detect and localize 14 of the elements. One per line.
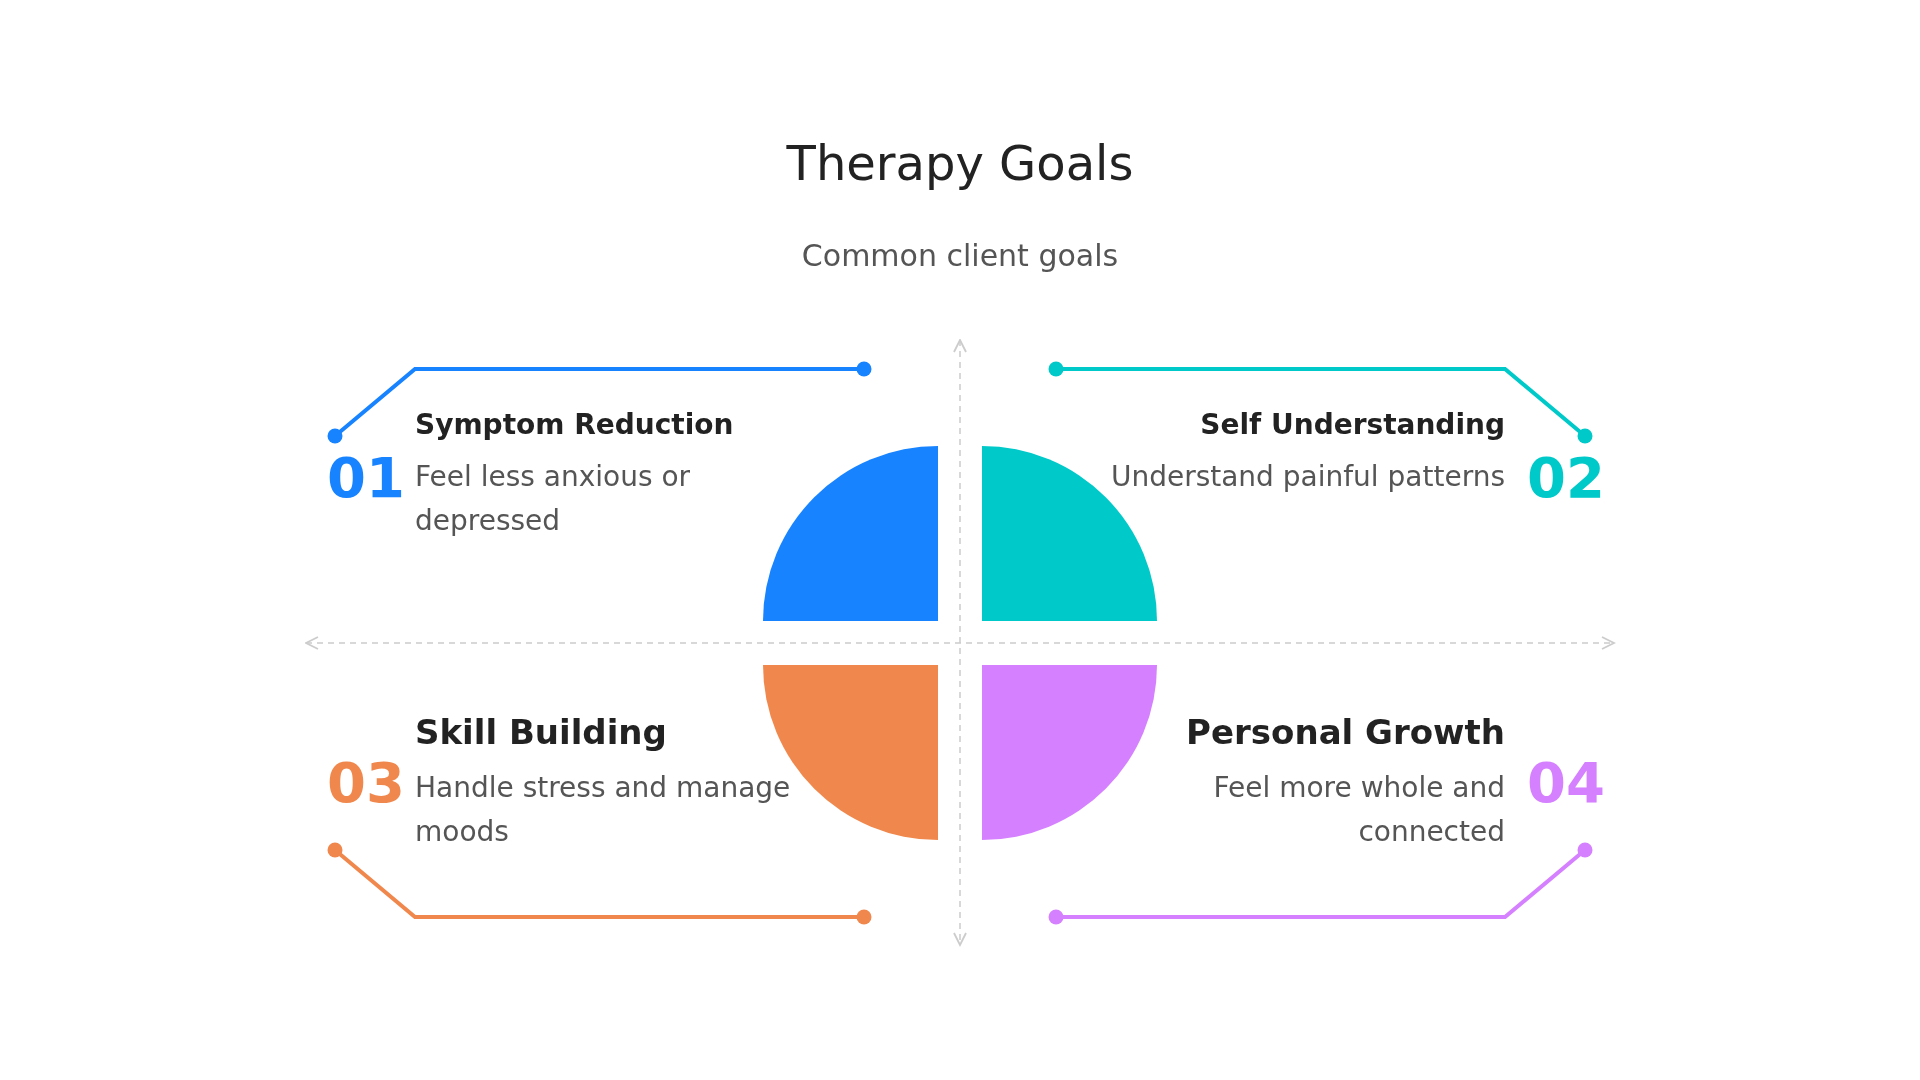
- goal-description: Feel less anxious or depressed: [415, 459, 692, 539]
- goal-heading: Symptom Reduction: [415, 408, 735, 441]
- goal-heading: Skill Building: [415, 712, 668, 752]
- goal-heading: Personal Growth: [1185, 712, 1505, 752]
- subtitle: Common client goals: [800, 238, 1120, 273]
- step-number: 01: [327, 445, 405, 510]
- step-number: 02: [1527, 445, 1605, 510]
- step-number: 03: [327, 750, 405, 815]
- goal-description: Handle stress and manage moods: [415, 770, 792, 850]
- title: Therapy Goals: [785, 135, 1135, 191]
- goal-description: Understand painful patterns: [1109, 459, 1505, 495]
- goal-heading: Self Understanding: [1199, 408, 1505, 441]
- goal-description: Feel more whole and connected: [1212, 770, 1505, 850]
- step-number: 04: [1527, 750, 1605, 815]
